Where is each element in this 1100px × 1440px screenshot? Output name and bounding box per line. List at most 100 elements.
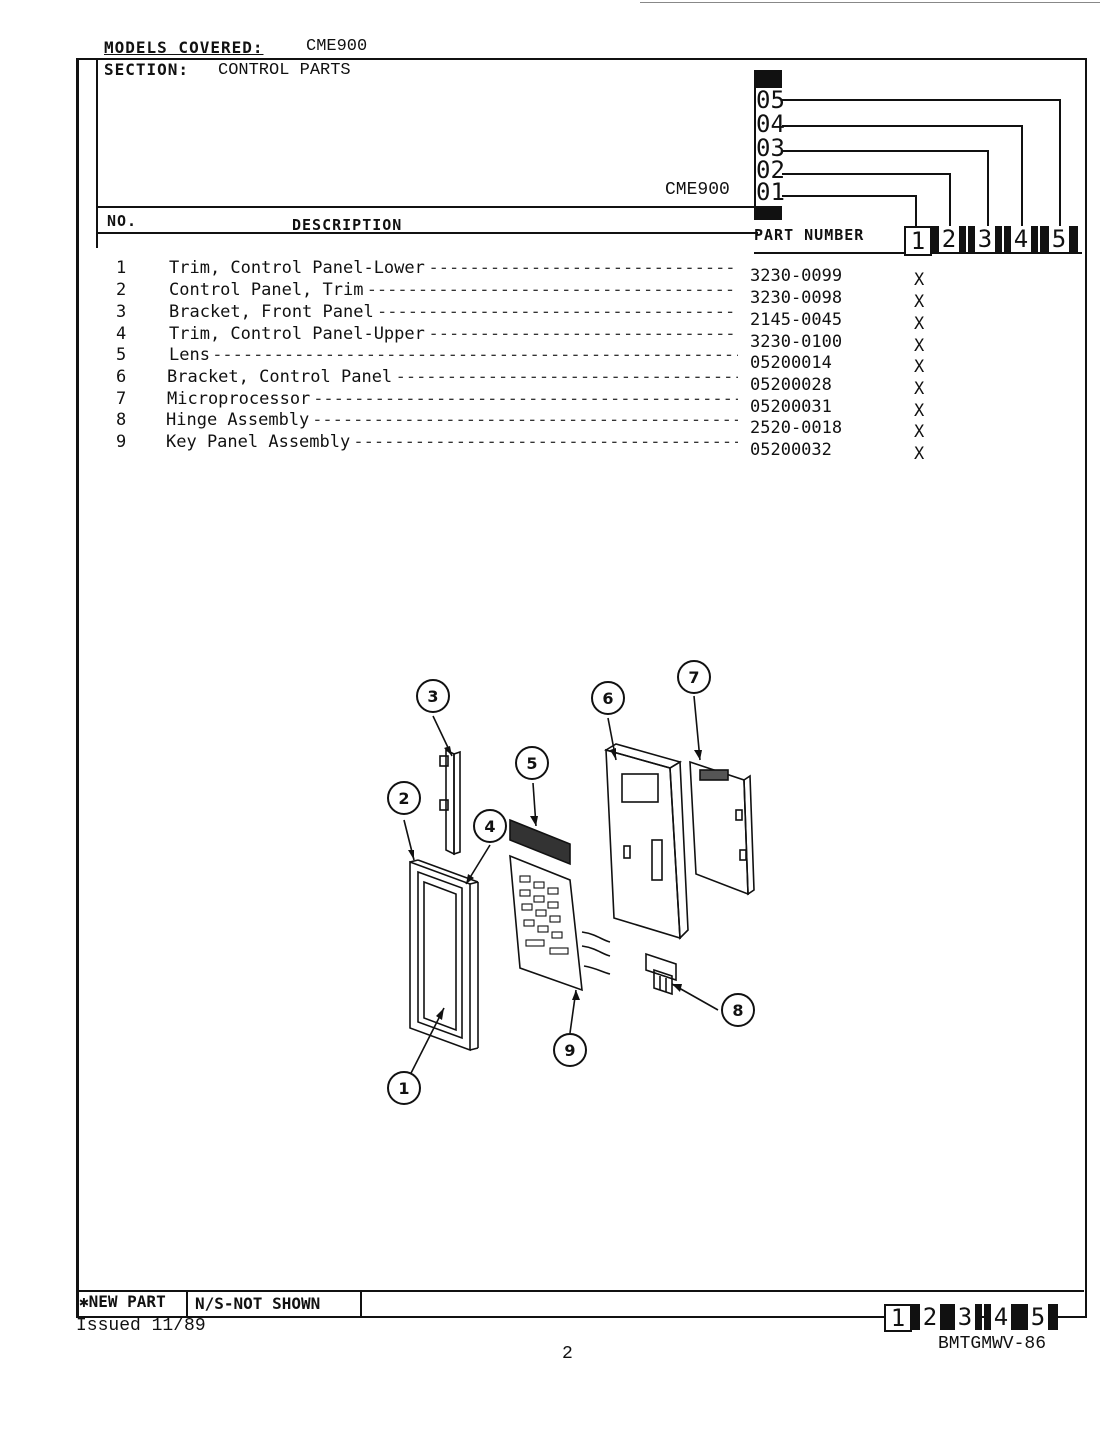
model-code-05: 05 — [756, 86, 785, 114]
part-no: 6 — [116, 367, 127, 387]
model-code-cells — [756, 88, 782, 206]
dot-leader: ----------------------------------------… — [313, 389, 738, 409]
col-header-description: DESCRIPTION — [292, 216, 403, 234]
callout-1: 1 — [398, 1079, 409, 1098]
footer-divider-1 — [186, 1290, 188, 1316]
model-column-2-label: 2 — [939, 226, 959, 252]
callout-3: 3 — [427, 687, 438, 706]
dot-leader: ----------------------------------------… — [377, 302, 738, 322]
diagram-part-hinge — [645, 952, 677, 996]
dot-leader: ----------------------------------------… — [353, 432, 738, 452]
part-description: Bracket, Front Panel — [169, 302, 374, 322]
part-number: 3230-0099 — [750, 266, 843, 286]
part-no: 3 — [116, 302, 127, 322]
part-no: 2 — [116, 280, 127, 300]
part-number: 05200032 — [750, 440, 832, 460]
model-1-mark: X — [914, 401, 925, 421]
callout-5: 5 — [526, 754, 537, 773]
connector-04 — [782, 125, 1023, 228]
table-row: 3 Bracket, Front Panel-------------------… — [0, 302, 1100, 334]
part-description: Key Panel Assembly — [166, 432, 351, 452]
footer-model-column-1: 1 — [884, 1304, 912, 1332]
model-code-connectors — [782, 99, 1061, 228]
diagram-part-trim-frame — [409, 859, 479, 1052]
dot-leader: ----------------------------------------… — [428, 258, 739, 278]
models-covered-value: CME900 — [306, 37, 368, 56]
connector-05 — [782, 99, 1061, 228]
page-number: 2 — [562, 1344, 573, 1364]
diagram-part-front-bracket — [439, 748, 461, 856]
table-row: 5 Lens-----------------------------------… — [0, 345, 1100, 377]
model-1-mark: X — [914, 379, 925, 399]
part-description: Bracket, Control Panel — [167, 367, 393, 387]
model-1-mark: X — [914, 357, 925, 377]
part-number: 3230-0100 — [750, 332, 843, 352]
part-description: Hinge Assembly — [166, 410, 310, 430]
model-1-mark: X — [914, 422, 925, 442]
callout-2: 2 — [398, 789, 409, 808]
model-column-3-label: 3 — [975, 226, 995, 252]
part-description: Lens — [169, 345, 210, 365]
table-row: 7 Microprocessor-------------------------… — [0, 389, 1100, 421]
part-no: 8 — [116, 410, 127, 430]
col-header-part-number: PART NUMBER — [754, 226, 865, 244]
part-description: Control Panel, Trim — [169, 280, 364, 300]
section-label: SECTION: — [104, 60, 190, 79]
document-code: BMTGMWV-86 — [938, 1334, 1047, 1354]
part-no: 9 — [116, 432, 127, 452]
model-column-3: 3 — [968, 226, 1002, 252]
model-column-5: 5 — [1040, 226, 1078, 252]
part-number: 05200028 — [750, 375, 832, 395]
part-number: 05200031 — [750, 397, 832, 417]
new-part-legend: ✱NEW PART — [79, 1292, 166, 1311]
exploded-parts-diagram: 1 2 3 4 5 6 7 8 9 — [387, 660, 755, 1105]
header-rule-bottom — [96, 232, 758, 234]
footer-model-column-3: 3 — [948, 1304, 982, 1330]
callout-9: 9 — [564, 1041, 575, 1060]
diagram-part-lens — [509, 818, 571, 866]
footer-model-column-2: 2 — [912, 1304, 948, 1330]
dot-leader: ----------------------------------------… — [428, 324, 739, 344]
col-header-no: NO. — [107, 212, 138, 230]
callout-7: 7 — [688, 668, 699, 687]
footer-model-column-3-label: 3 — [955, 1304, 975, 1330]
header-rule-top — [96, 206, 758, 208]
connector-03 — [782, 150, 989, 228]
model-name: CME900 — [665, 180, 730, 200]
model-1-mark: X — [914, 336, 925, 356]
part-description: Trim, Control Panel-Upper — [169, 324, 425, 344]
part-no: 7 — [116, 389, 127, 409]
footer-rule-top — [76, 1290, 1084, 1292]
inner-left-rule — [96, 58, 98, 248]
footer-model-column-4: 4 — [984, 1304, 1018, 1330]
model-1-mark: X — [914, 270, 925, 290]
model-1-mark: X — [914, 292, 925, 312]
not-shown-legend: N/S-NOT SHOWN — [195, 1294, 321, 1313]
part-no: 5 — [116, 345, 127, 365]
footer-model-column-4-label: 4 — [991, 1304, 1011, 1330]
part-no: 4 — [116, 324, 127, 344]
part-no: 1 — [116, 258, 127, 278]
callout-6: 6 — [602, 689, 613, 708]
dot-leader: ----------------------------------------… — [212, 345, 738, 365]
models-covered-label: MODELS COVERED: — [104, 38, 264, 57]
callout-8: 8 — [732, 1001, 743, 1020]
page-frame — [76, 58, 1087, 1318]
table-row: 2 Control Panel, Trim--------------------… — [0, 280, 1100, 312]
part-number: 3230-0098 — [750, 288, 843, 308]
model-1-mark: X — [914, 314, 925, 334]
model-code-04: 04 — [756, 110, 785, 138]
model-column-2: 2 — [932, 226, 966, 252]
dot-leader: ----------------------------------------… — [366, 280, 738, 300]
model-column-5-label: 5 — [1049, 226, 1069, 252]
model-1-mark: X — [914, 444, 925, 464]
model-column-4-label: 4 — [1011, 226, 1031, 252]
model-code-03: 03 — [756, 134, 785, 162]
footer-model-column-2-label: 2 — [920, 1304, 940, 1330]
model-code-01: 01 — [756, 178, 785, 206]
part-description: Microprocessor — [167, 389, 311, 409]
top-rule — [640, 2, 1100, 3]
table-row: 4 Trim, Control Panel-Upper--------------… — [0, 324, 1100, 356]
